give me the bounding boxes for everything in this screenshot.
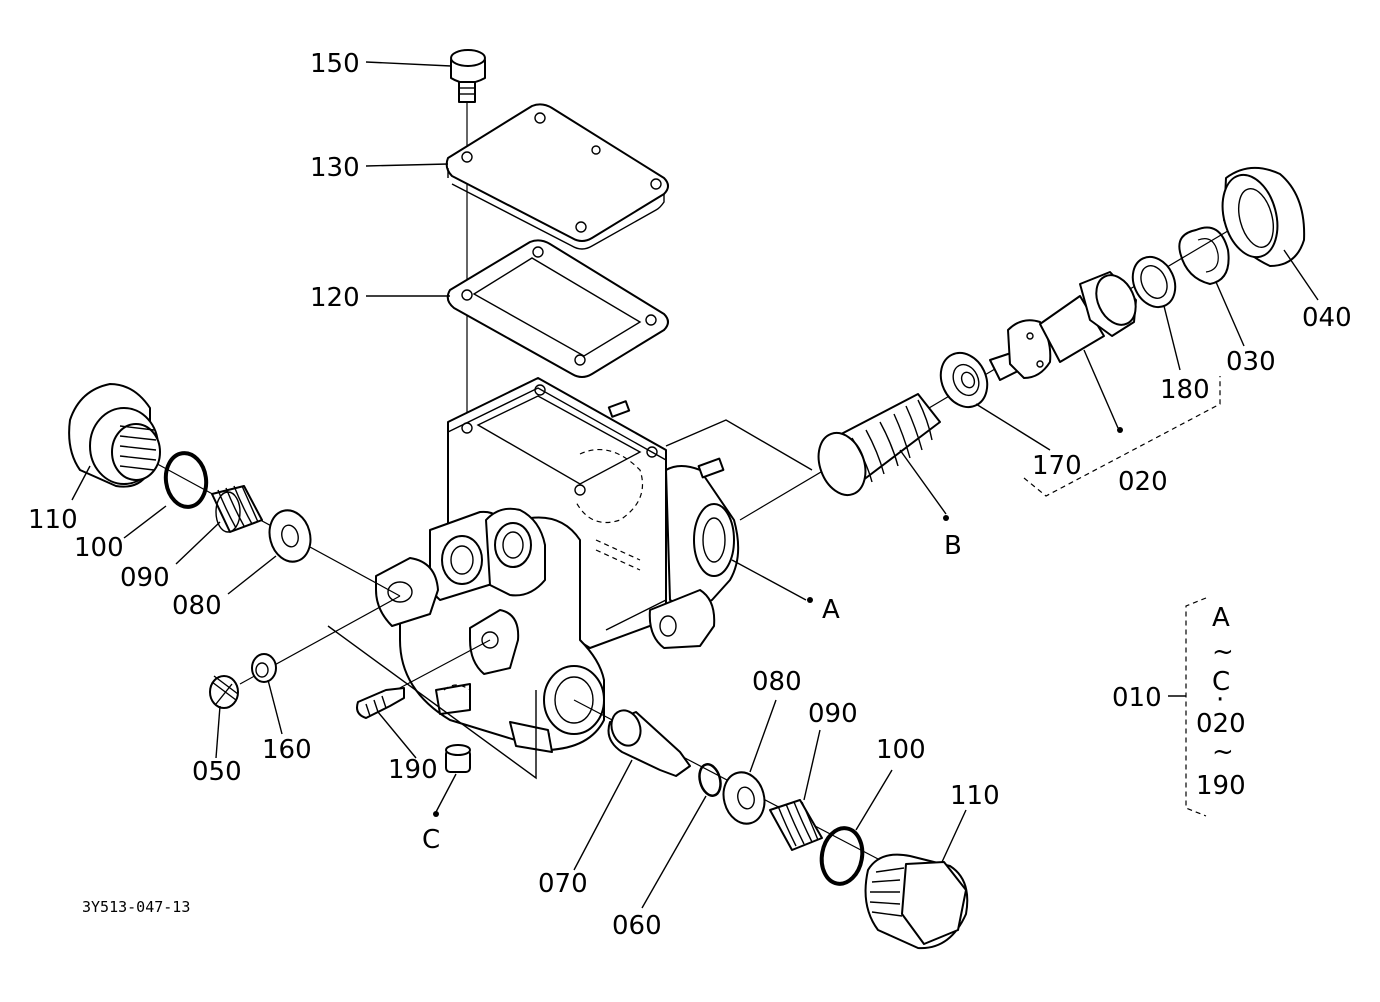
pump-housing-body [375,377,813,753]
callout-110-left[interactable]: 110 [28,505,78,535]
part-100-left-o-ring[interactable] [162,450,209,509]
part-c-small-plug[interactable] [445,744,471,773]
callout-040[interactable]: 040 [1302,303,1352,333]
part-110-left-plug[interactable] [68,383,161,488]
callout-120[interactable]: 120 [310,283,360,313]
drawing-code: 3Y513-047-13 [82,898,190,916]
ref-label-c: C [422,825,440,855]
assembly-axis-190 [395,639,491,691]
callout-020[interactable]: 020 [1118,467,1168,497]
callout-080-right[interactable]: 080 [752,667,802,697]
ref-dot-020 [1117,427,1123,433]
part-090-left-spring[interactable] [211,485,263,533]
part-190-screw[interactable] [356,687,405,719]
callout-060[interactable]: 060 [612,911,662,941]
part-080-right-washer[interactable] [718,768,770,829]
part-090-right-spring[interactable] [769,799,823,851]
ref-c-bracket [327,625,537,780]
note-tilde-1: ~ [1212,637,1234,667]
group-010-bracket [1185,597,1207,817]
part-030-snap-ring[interactable] [1178,226,1230,286]
part-180-seal[interactable] [1125,250,1183,314]
callout-100-right[interactable]: 100 [876,735,926,765]
part-170-bearing[interactable] [932,345,996,414]
callout-080-left[interactable]: 080 [172,591,222,621]
callout-130[interactable]: 130 [310,153,360,183]
part-110-right-plug[interactable] [864,853,969,950]
callout-010[interactable]: 010 [1112,683,1162,713]
callout-050[interactable]: 050 [192,757,242,787]
part-070-valve[interactable] [607,706,691,777]
part-080-left-washer[interactable] [264,506,316,567]
part-050-fitting[interactable] [209,675,239,709]
part-150-plug[interactable] [450,49,486,103]
note-line-020: 020 [1196,709,1246,739]
ref-label-b: B [944,531,962,561]
part-060-o-ring[interactable] [696,762,724,798]
callout-150[interactable]: 150 [310,49,360,79]
leader-lines [71,61,1319,909]
part-100-right-o-ring[interactable] [817,825,866,887]
callout-070[interactable]: 070 [538,869,588,899]
callout-190[interactable]: 190 [388,755,438,785]
callout-100-left[interactable]: 100 [74,533,124,563]
callout-170[interactable]: 170 [1032,451,1082,481]
part-120-gasket[interactable] [446,239,669,378]
note-line-a: A [1212,603,1230,633]
ref-dot-c [433,811,439,817]
note-line-c: C [1212,667,1230,697]
part-160-ring[interactable] [251,653,277,683]
ref-label-a: A [822,595,840,625]
callout-180[interactable]: 180 [1160,375,1210,405]
part-020-shaft[interactable] [989,269,1143,381]
part-130-cover-plate[interactable] [445,103,669,250]
part-040-bushing[interactable] [1214,167,1306,267]
part-b-spring[interactable] [810,393,941,502]
group-020-bracket [1023,376,1221,497]
callout-030[interactable]: 030 [1226,347,1276,377]
note-tilde-2: ~ [1212,737,1234,767]
ref-dot-b [943,515,949,521]
ref-dot-a [807,597,813,603]
callout-090-right[interactable]: 090 [808,699,858,729]
callout-160[interactable]: 160 [262,735,312,765]
callout-110-right[interactable]: 110 [950,781,1000,811]
callout-090-left[interactable]: 090 [120,563,170,593]
note-line-190: 190 [1196,771,1246,801]
note-dot: · [1216,685,1224,715]
